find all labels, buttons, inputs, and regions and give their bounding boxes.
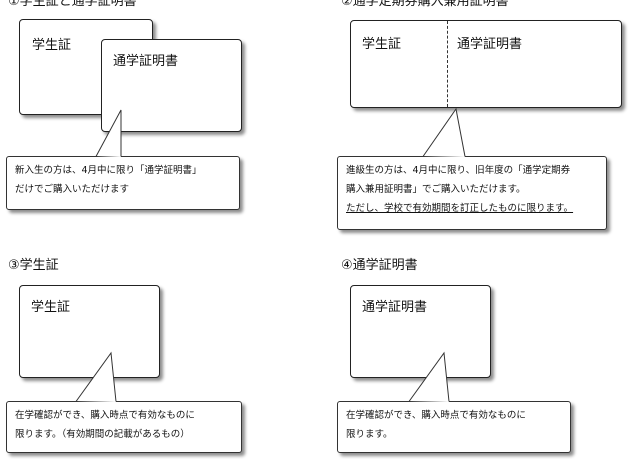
perforation-line [447, 21, 448, 107]
section-3-note: 在学確認ができ、購入時点で有効なものに 限ります。（有効期間の記載があるもの） [6, 401, 242, 453]
section-3-title: ③学生証 [8, 258, 59, 273]
section-1-note-line-1: 新入生の方は、4月中に限り「通学証明書」 [15, 165, 202, 176]
section-2-note-line-1: 進級生の方は、4月中に限り、旧年度の「通学定期券 [346, 165, 571, 176]
section-1-note-line-2: だけでご購入いただけます [15, 184, 130, 195]
section-4-note-line-2: 限ります。 [346, 429, 393, 440]
section-2-note-line-2: 購入兼用証明書」でご購入いただけます。 [346, 184, 526, 195]
combined-card-right-label: 通学証明書 [457, 37, 523, 52]
commuter-certificate-card: 通学証明書 [101, 39, 242, 132]
student-id-card-only: 学生証 [19, 285, 160, 378]
student-id-only-label: 学生証 [31, 300, 71, 315]
commuter-certificate-card-label: 通学証明書 [113, 54, 179, 69]
commuter-certificate-only-label: 通学証明書 [362, 300, 428, 315]
section-4-title: ④通学証明書 [341, 258, 418, 273]
combined-card-left-label: 学生証 [362, 37, 402, 52]
section-1-note: 新入生の方は、4月中に限り「通学証明書」 だけでご購入いただけます [6, 156, 240, 210]
student-id-card-label: 学生証 [32, 38, 72, 53]
section-4-note-line-1: 在学確認ができ、購入時点で有効なものに [346, 410, 526, 421]
section-2-note-underlined: ただし、学校で有効期間を訂正したものに限ります。 [346, 203, 574, 214]
section-1-title: ①学生証と通学証明書 [8, 0, 137, 9]
section-3-note-line-2: 限ります。（有効期間の記載があるもの） [15, 429, 190, 440]
section-2-note: 進級生の方は、4月中に限り、旧年度の「通学定期券 購入兼用証明書」でご購入いただ… [337, 156, 607, 230]
commuter-certificate-card-only: 通学証明書 [350, 285, 491, 378]
section-3-note-line-1: 在学確認ができ、購入時点で有効なものに [15, 410, 195, 421]
section-4-note: 在学確認ができ、購入時点で有効なものに 限ります。 [337, 401, 571, 453]
combined-purchase-certificate-card: 学生証 通学証明書 [350, 20, 622, 108]
section-2-title: ②通学定期券購入兼用証明書 [341, 0, 509, 9]
